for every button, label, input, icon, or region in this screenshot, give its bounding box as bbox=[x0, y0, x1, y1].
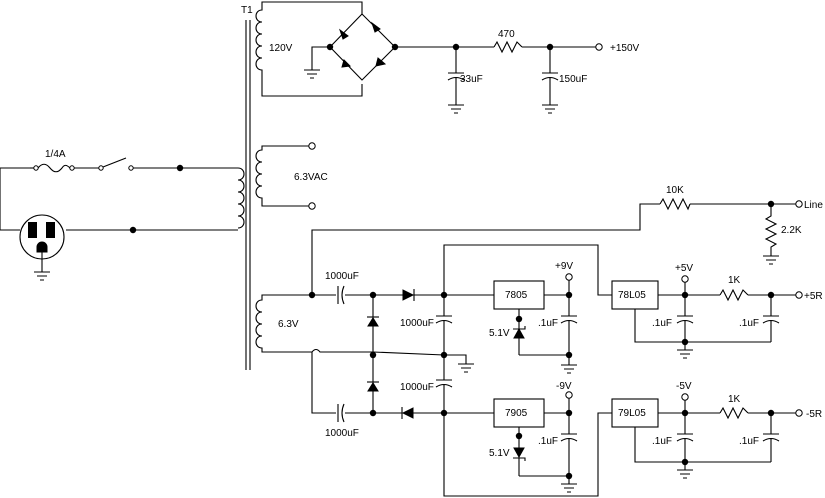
junction-dot bbox=[515, 315, 523, 323]
secondary-lv-label: 6.3V bbox=[278, 319, 299, 330]
test-point-neg9 bbox=[565, 391, 573, 399]
svg-text:1000uF: 1000uF bbox=[325, 428, 359, 439]
junction-dot bbox=[565, 472, 573, 480]
svg-text:150uF: 150uF bbox=[559, 74, 587, 85]
output-terminal-line bbox=[795, 200, 803, 208]
fuse-label: 1/4A bbox=[45, 149, 66, 160]
capacitor-neg9-bypass: .1uF bbox=[538, 413, 578, 484]
capacitor-filter-top: 1000uF bbox=[400, 295, 453, 355]
junction-dot bbox=[369, 351, 377, 359]
svg-text:.1uF: .1uF bbox=[739, 318, 759, 329]
line-sense-wire bbox=[311, 203, 796, 295]
junction-dot bbox=[681, 338, 689, 346]
output-terminal-pos5r bbox=[795, 291, 803, 299]
output-hv-label: +150V bbox=[610, 43, 640, 54]
junction-dot bbox=[176, 164, 184, 172]
ground-symbol bbox=[561, 364, 577, 374]
capacitor-pos5-in: .1uF bbox=[652, 295, 694, 350]
rail-neg5-label: -5V bbox=[676, 381, 692, 392]
ground-symbol bbox=[677, 469, 693, 479]
diode-top bbox=[402, 289, 415, 301]
pos-feed-wire bbox=[443, 244, 612, 296]
power-switch bbox=[98, 157, 134, 171]
output-neg5r-label: -5R bbox=[806, 409, 822, 420]
capacitor-pump-top: 1000uF bbox=[325, 271, 359, 305]
capacitor-neg5-in: .1uF bbox=[652, 413, 694, 470]
transformer-label: T1 bbox=[241, 5, 253, 16]
test-point-pos9 bbox=[565, 273, 573, 281]
svg-text:.1uF: .1uF bbox=[538, 318, 558, 329]
capacitor-33uf: 33uF bbox=[447, 47, 483, 114]
bridge-rectifier bbox=[304, 13, 399, 81]
capacitor-pump-bottom: 1000uF bbox=[325, 403, 359, 439]
svg-text:33uF: 33uF bbox=[460, 74, 483, 85]
fuse: 1/4A bbox=[33, 149, 75, 173]
ground-symbol bbox=[677, 349, 693, 359]
rail-neg9-label: -9V bbox=[556, 381, 572, 392]
diode-pump-upper bbox=[367, 316, 379, 327]
junction-dot bbox=[129, 226, 137, 234]
svg-text:1000uF: 1000uF bbox=[400, 382, 434, 393]
junction-dot bbox=[308, 291, 316, 299]
resistor-10k: 10K bbox=[659, 185, 691, 211]
ac-outlet-icon bbox=[19, 214, 65, 281]
svg-text:1K: 1K bbox=[728, 394, 741, 405]
rail-pos9-label: +9V bbox=[555, 261, 573, 272]
svg-text:79L05: 79L05 bbox=[618, 408, 646, 419]
diode-bottom bbox=[401, 407, 414, 419]
lv-center-tap bbox=[311, 348, 467, 364]
svg-text:470: 470 bbox=[498, 29, 515, 40]
resistor-470: 470 bbox=[493, 29, 523, 54]
svg-text:78L05: 78L05 bbox=[618, 290, 646, 301]
ground-symbol bbox=[561, 483, 577, 493]
svg-text:1000uF: 1000uF bbox=[400, 318, 434, 329]
test-point-pos5 bbox=[681, 275, 689, 283]
ground-symbol bbox=[458, 363, 474, 373]
output-terminal-hv bbox=[595, 43, 603, 51]
output-pos5r-label: +5R bbox=[804, 291, 823, 302]
junction-dot bbox=[681, 458, 689, 466]
rail-pos5-label: +5V bbox=[675, 263, 693, 274]
diode-pump-lower bbox=[367, 381, 379, 392]
junction-dot bbox=[565, 351, 573, 359]
svg-text:.1uF: .1uF bbox=[739, 436, 759, 447]
svg-text:2.2K: 2.2K bbox=[781, 225, 802, 236]
svg-text:5.1V: 5.1V bbox=[489, 448, 510, 459]
zener-5v1-pos: 5.1V bbox=[489, 326, 526, 339]
svg-text:.1uF: .1uF bbox=[652, 318, 672, 329]
svg-text:10K: 10K bbox=[666, 185, 684, 196]
transformer-t1: T1 120V 6.3VAC 6.3V bbox=[237, 1, 363, 370]
resistor-1k-neg: 1K bbox=[719, 394, 749, 420]
capacitor-pos9-bypass: .1uF bbox=[538, 295, 578, 365]
svg-text:7805: 7805 bbox=[505, 290, 528, 301]
regulator-78l05: 78L05 bbox=[611, 280, 796, 343]
capacitor-pos5-out: .1uF bbox=[739, 295, 780, 342]
secondary-fil-label: 6.3VAC bbox=[294, 172, 328, 183]
capacitor-neg5-out: .1uF bbox=[739, 413, 780, 462]
resistor-2k2: 2.2K bbox=[763, 204, 802, 265]
zener-5v1-neg: 5.1V bbox=[489, 447, 526, 461]
output-terminal-neg5r bbox=[795, 409, 803, 417]
mains-wiring bbox=[0, 167, 238, 231]
regulator-79l05: 79L05 bbox=[611, 398, 796, 463]
output-line-label: Line bbox=[804, 200, 823, 211]
resistor-1k-pos: 1K bbox=[719, 275, 749, 302]
capacitor-150uf: 150uF bbox=[541, 47, 587, 114]
svg-text:7905: 7905 bbox=[505, 408, 528, 419]
secondary-hv-label: 120V bbox=[269, 43, 293, 54]
capacitor-filter-bottom: 1000uF bbox=[400, 355, 453, 413]
svg-text:.1uF: .1uF bbox=[538, 436, 558, 447]
svg-text:.1uF: .1uF bbox=[652, 436, 672, 447]
svg-text:1K: 1K bbox=[728, 275, 741, 286]
svg-text:1000uF: 1000uF bbox=[325, 271, 359, 282]
svg-text:5.1V: 5.1V bbox=[489, 328, 510, 339]
test-point-neg5 bbox=[681, 393, 689, 401]
neg-feed-wire bbox=[443, 412, 612, 497]
junction-dot bbox=[515, 432, 523, 440]
